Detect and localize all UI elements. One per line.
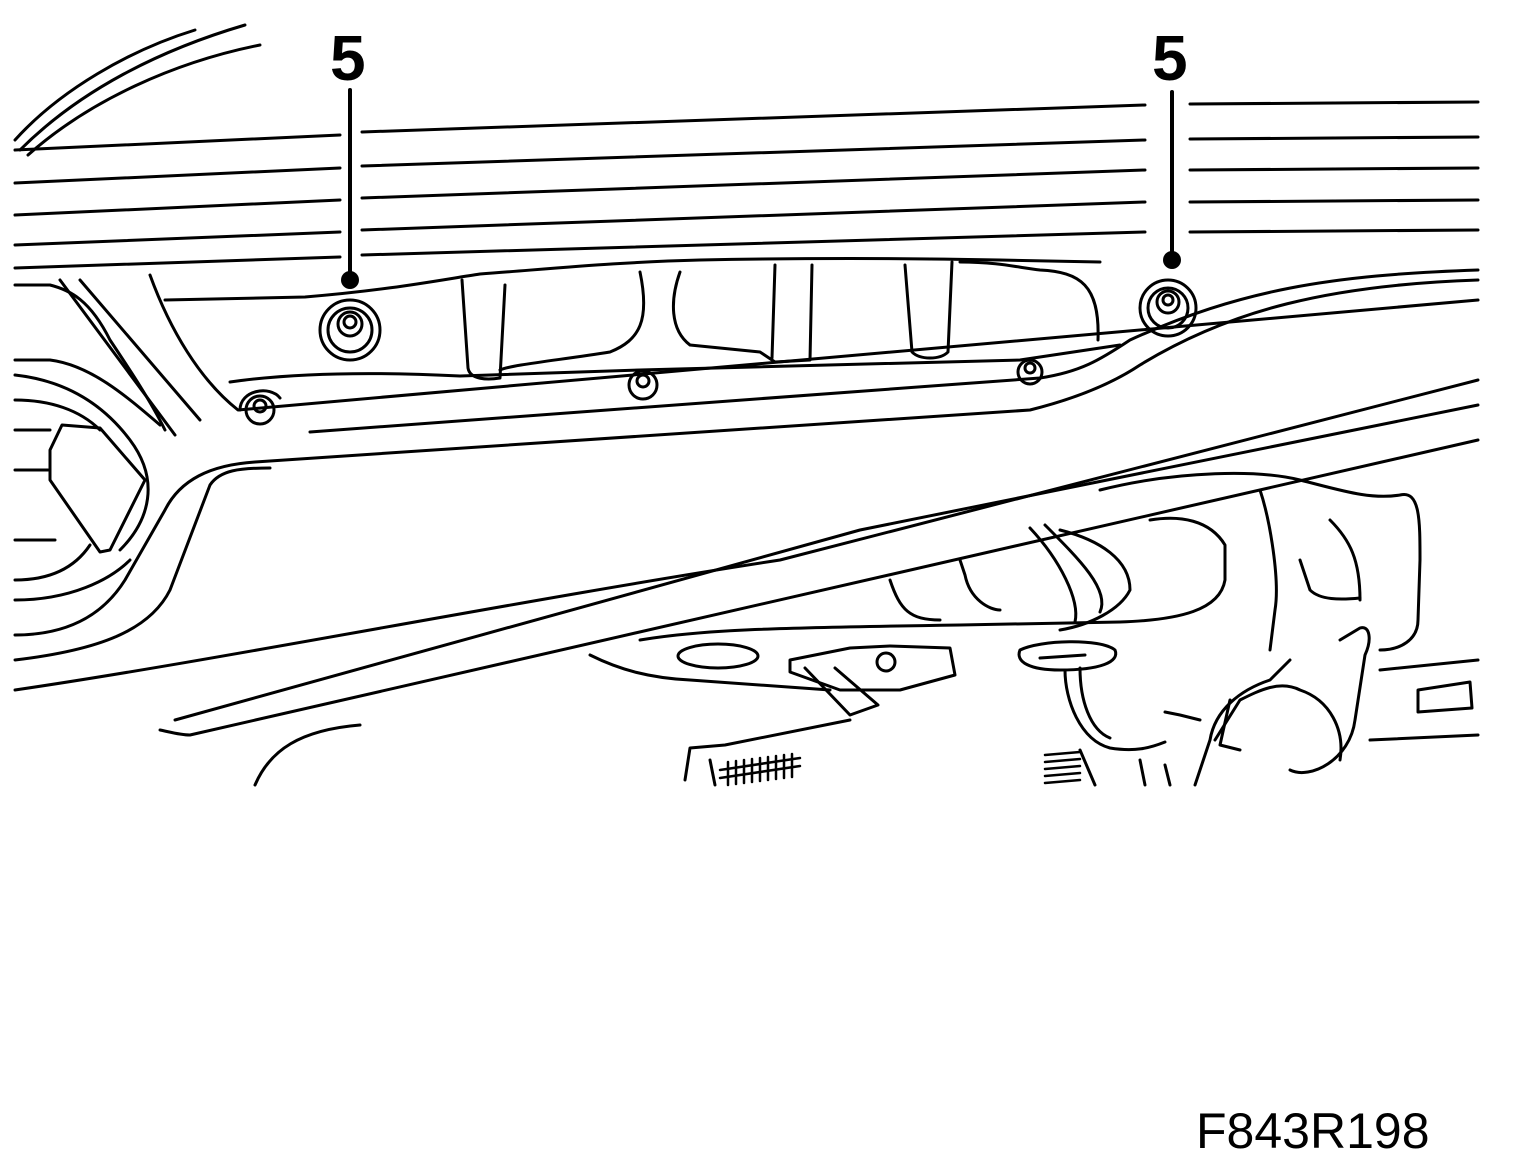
upper-left-curves	[13, 23, 262, 157]
callout-bolt-left-icon	[318, 298, 382, 362]
callout-label-right: 5	[1152, 22, 1188, 94]
spring-details	[718, 750, 1082, 787]
callout-bolt-right-icon	[1138, 278, 1198, 338]
callout-leaders	[348, 88, 1174, 279]
floor-bolts	[244, 358, 1044, 426]
figure-code: F843R198	[1196, 1103, 1430, 1159]
callout-dots	[341, 251, 1181, 289]
lower-assemblies	[253, 471, 1480, 787]
diagonal-crossmember	[13, 268, 1480, 737]
floor-panel	[148, 257, 1480, 412]
callout-label-left: 5	[330, 22, 366, 94]
left-structure	[13, 278, 202, 602]
sill-panel-lines	[13, 100, 1480, 270]
